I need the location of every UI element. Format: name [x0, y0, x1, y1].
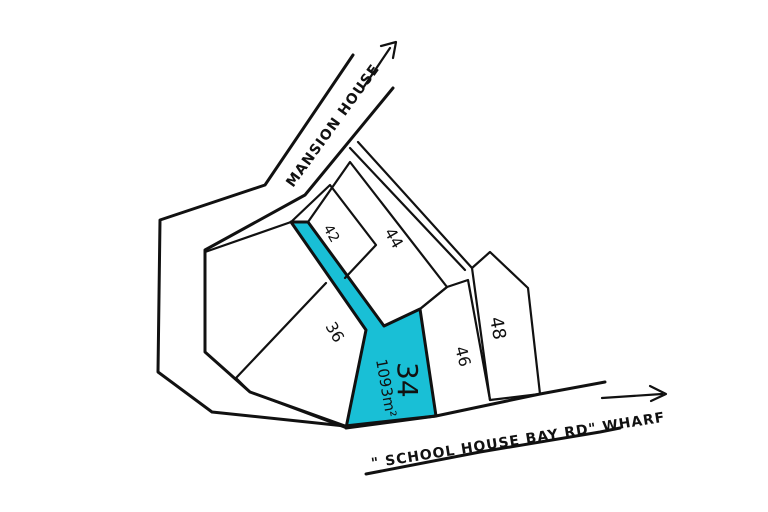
school-house-arrow-head — [648, 384, 668, 403]
mansion-house-arrow-head — [379, 40, 398, 60]
mansion-house-road-edge-outer — [156, 53, 355, 428]
lot-34-label: 34 — [391, 362, 424, 398]
lot-36-boundary — [203, 220, 368, 430]
lot-36-label: 36 — [322, 319, 349, 346]
lot-48-label: 48 — [485, 315, 510, 341]
school-house-arrow-line — [600, 392, 664, 400]
lane-line-2 — [356, 140, 474, 270]
school-house-road-edge-bottom — [364, 426, 622, 476]
lane-line-1 — [348, 146, 467, 272]
school-house-road-edge-top — [343, 380, 607, 428]
lot-46-boundary — [418, 278, 492, 402]
mansion-house-label: MANSION HOUSE — [283, 61, 383, 190]
lot-42-label: 42 — [320, 222, 343, 245]
lot-46-label: 46 — [451, 344, 475, 369]
lot-48-boundary[interactable] — [470, 250, 542, 402]
lot-42-boundary — [289, 183, 378, 280]
mansion-house-arrow-line — [361, 46, 392, 90]
lot-44-label: 44 — [381, 225, 408, 252]
